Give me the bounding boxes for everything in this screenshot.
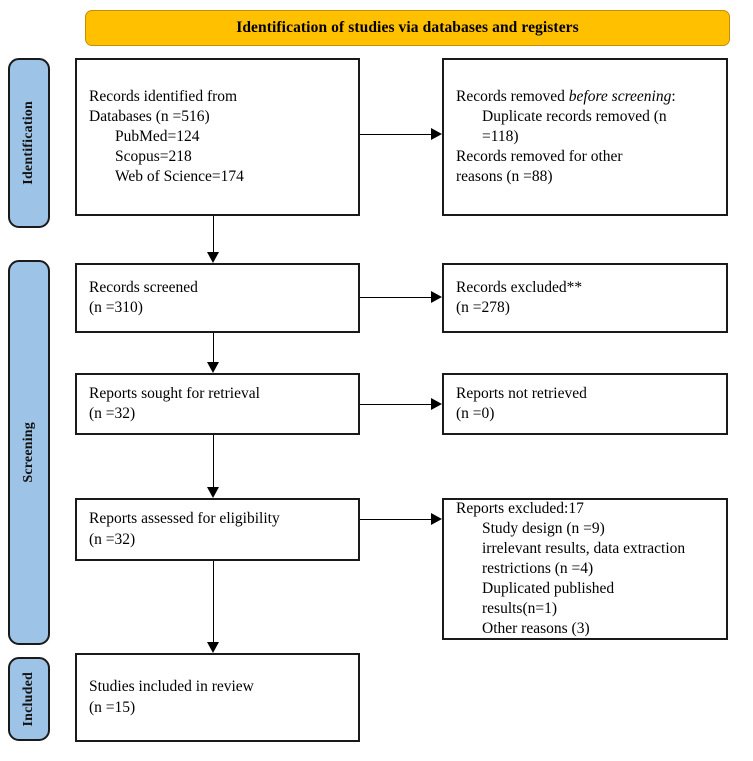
box-line: Reports sought for retrieval <box>89 384 260 402</box>
box-line: Other reasons (3) <box>482 620 590 638</box>
diagram-banner: Identification of studies via databases … <box>85 10 730 46</box>
box-line: Web of Science=174 <box>115 168 244 186</box>
box-line: Scopus=218 <box>115 148 192 166</box>
box-line: Records identified from <box>89 87 238 105</box>
box-line: Studies included in review <box>89 678 254 696</box>
arrow-head-right-icon <box>431 291 442 303</box>
box-line: Databases (n =516) <box>89 107 210 125</box>
arrow-shaft <box>360 134 432 135</box>
arrow-head-right-icon <box>431 128 442 140</box>
box-reports-not-retrieved: Reports not retrieved (n =0) <box>442 373 728 435</box>
box-line: Duplicate records removed (n <box>482 107 667 125</box>
box-line: (n =0) <box>456 405 495 422</box>
box-line: (n =15) <box>89 698 136 716</box>
box-line: PubMed=124 <box>115 127 200 145</box>
box-line: Reports not retrieved <box>456 384 587 402</box>
stage-label-identification-text: Identification <box>21 101 36 185</box>
box-line: Reports assessed for eligibility <box>89 510 280 528</box>
box-line: Reports excluded:17 <box>456 499 584 517</box>
box-records-excluded: Records excluded** (n =278) <box>442 263 728 333</box>
stage-label-screening-text: Screening <box>21 422 36 483</box>
box-line: Records removed before screening: <box>456 87 714 107</box>
box-line: irrelevant results, data extraction <box>482 539 686 557</box>
box-records-identified: Records identified from Databases (n =51… <box>75 58 360 216</box>
box-line: Records removed for other <box>456 148 623 166</box>
box-line: Duplicated published <box>482 580 615 598</box>
arrow-shaft <box>360 297 432 298</box>
arrow-shaft <box>213 216 214 253</box>
arrow-head-right-icon <box>431 398 442 410</box>
arrow-head-down-icon <box>207 487 219 498</box>
banner-title: Identification of studies via databases … <box>236 19 579 36</box>
box-line: (n =32) <box>89 405 136 422</box>
box-studies-included-in-review: Studies included in review (n =15) <box>75 653 360 742</box>
box-line: results(n=1) <box>482 600 558 618</box>
arrow-head-right-icon <box>431 513 442 525</box>
box-records-screened: Records screened (n =310) <box>75 263 360 333</box>
stage-label-identification: Identification <box>8 58 50 228</box>
box-line: Records screened <box>89 278 198 296</box>
box-reports-assessed-for-eligibility: Reports assessed for eligibility (n =32) <box>75 498 360 561</box>
arrow-shaft <box>360 519 432 520</box>
arrow-shaft <box>213 561 214 643</box>
stage-label-included: Included <box>8 657 50 741</box>
box-line: (n =32) <box>89 530 136 548</box>
arrow-head-down-icon <box>207 362 219 373</box>
stage-label-screening: Screening <box>8 260 50 645</box>
box-line: (n =310) <box>89 299 143 316</box>
box-line: Study design (n =9) <box>482 519 605 537</box>
box-reports-excluded-reasons: Reports excluded:17 Study design (n =9) … <box>442 498 728 640</box>
removed-suffix: : <box>671 87 676 105</box>
arrow-head-down-icon <box>207 252 219 263</box>
arrow-shaft <box>360 404 432 405</box>
removed-italic: before screening <box>568 87 672 105</box>
arrow-head-down-icon <box>207 642 219 653</box>
arrow-shaft <box>213 333 214 363</box>
box-line: reasons (n =88) <box>456 168 553 186</box>
box-records-removed-before-screening: Records removed before screening: Duplic… <box>442 58 728 216</box>
arrow-shaft <box>213 435 214 488</box>
removed-prefix: Records removed <box>456 87 569 105</box>
box-line: Records excluded** <box>456 278 583 296</box>
box-line: (n =278) <box>456 299 510 316</box>
box-reports-sought-for-retrieval: Reports sought for retrieval (n =32) <box>75 373 360 435</box>
box-line: restrictions (n =4) <box>482 559 594 577</box>
box-line: =118) <box>482 127 519 145</box>
stage-label-included-text: Included <box>21 671 36 727</box>
